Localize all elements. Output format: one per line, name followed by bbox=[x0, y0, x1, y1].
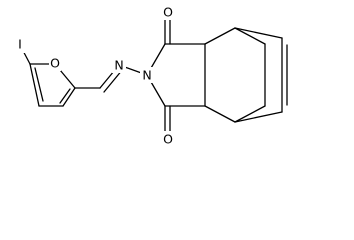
bicyclic-cage bbox=[204, 27, 288, 123]
atom-labels: I O N N O O bbox=[14, 4, 175, 147]
imide-ring bbox=[146, 17, 206, 133]
bond-c2-c3-inner bbox=[59, 88, 71, 104]
bond-c7a-bridgehead-bottom bbox=[204, 105, 236, 123]
imine-linker bbox=[74, 64, 148, 93]
furan-oxygen-label: O bbox=[50, 56, 60, 71]
bond-alkene-bridgehead-bottom bbox=[234, 111, 283, 123]
bond-c3a-bridgehead-top bbox=[204, 27, 236, 45]
bond-c2-c3 bbox=[62, 87, 76, 107]
iodine-label: I bbox=[18, 37, 22, 52]
bond-c4-c5-inner bbox=[34, 67, 44, 102]
molecule-structure: I O N N O O bbox=[14, 4, 288, 147]
imine-nitrogen-label: N bbox=[114, 58, 123, 73]
furan-ring bbox=[19, 44, 76, 107]
bond-c2-bridgehead-bottom bbox=[234, 105, 266, 123]
bond-bridgehead-top-alkene bbox=[234, 27, 283, 39]
bond-c4-c5 bbox=[29, 63, 40, 107]
carbonyl-oxygen-top-label: O bbox=[163, 5, 173, 20]
carbonyl-oxygen-bottom-label: O bbox=[163, 132, 173, 147]
imide-nitrogen-label: N bbox=[142, 68, 151, 83]
bond-bridgehead-top-c1 bbox=[234, 27, 266, 45]
